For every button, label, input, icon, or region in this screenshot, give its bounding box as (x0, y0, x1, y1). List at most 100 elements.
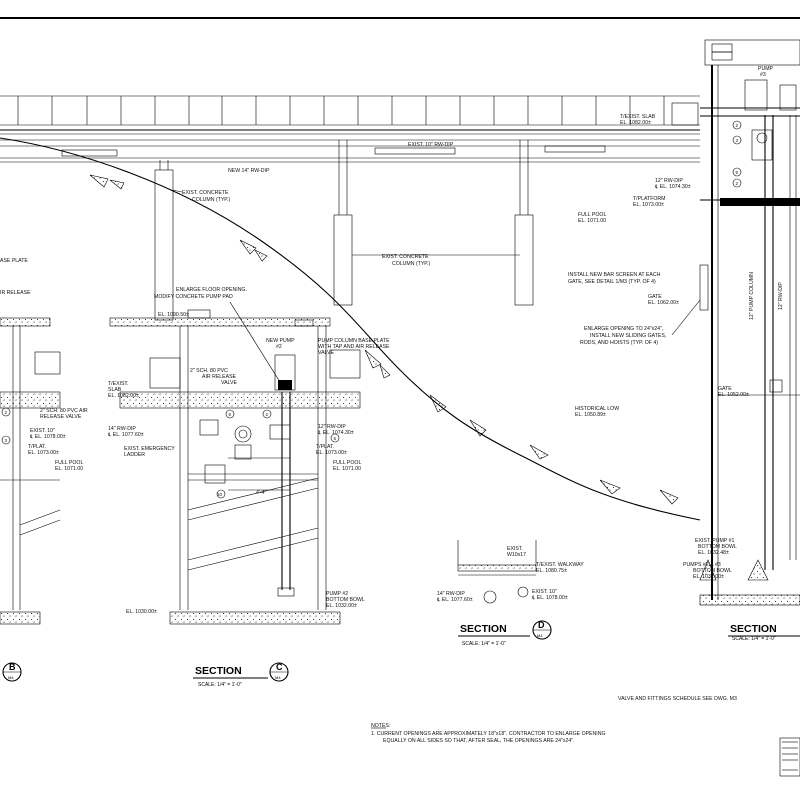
svg-text:M4: M4 (275, 675, 281, 680)
ground-profile (0, 137, 701, 521)
rwdip-12-right-el: ℄ EL. 1074.30± (654, 184, 691, 190)
svg-text:C: C (276, 662, 283, 672)
svg-text:2: 2 (5, 410, 8, 415)
rwdip-14-c-el: ℄ EL. 1077.60± (107, 432, 144, 438)
svg-text:M4: M4 (537, 633, 543, 638)
pump-base-1: PUMP COLUMN BASE PLATE (318, 338, 390, 344)
pump-house-right (671, 39, 800, 606)
t-platform-right-el: EL. 1073.00± (633, 202, 664, 208)
t-plat-b-el: EL. 1073.00± (28, 450, 59, 456)
pump1-bowl-label-1: EXIST. PUMP #1 (695, 538, 735, 544)
section-d-structure (457, 540, 537, 604)
svg-text:2: 2 (736, 123, 739, 128)
t-exist-slab-c-el: EL. 1082.00± (108, 393, 139, 399)
pump1-bowl-el: EL. 1032.48± (698, 550, 729, 556)
valve-schedule-note: VALVE AND FITTINGS SCHEDULE SEE DWG. M3 (618, 696, 737, 702)
pump2-bowl-1: PUMP #2 (326, 591, 348, 597)
exist-10-pipe (0, 139, 700, 157)
t-plat-c-el: EL. 1073.00± (316, 450, 347, 456)
full-pool-b-el: EL. 1071.00 (55, 466, 83, 472)
exist-10-d: EXIST. 10" (532, 589, 557, 595)
historical-low-label: HISTORICAL LOW (575, 406, 619, 412)
slab-right-el: EL. 1082.00± (620, 120, 651, 126)
section-b-bubble: B M4 (2, 662, 22, 682)
gate-2-el: EL. 1052.00± (718, 392, 749, 398)
exist-emergency-2: LADDER (124, 452, 145, 458)
svg-text:SECTION: SECTION (460, 623, 507, 635)
exist-10-d-el: ℄ EL. 1078.00± (531, 595, 568, 601)
exist-10-label: EXIST. 10" RW-DIP (408, 142, 454, 148)
section-e-title: SECTION SCALE: 1/4" = 1'-0" (728, 623, 800, 642)
svg-text:2: 2 (266, 412, 269, 417)
column-label-2: EXIST. CONCRETE (382, 254, 429, 260)
pump-base-2: WITH TAP AND AIR RELEASE (318, 344, 390, 350)
section-b-structure: 2 3 (0, 317, 61, 625)
column-label-1: EXIST. CONCRETE (182, 190, 229, 196)
svg-text:6: 6 (736, 170, 739, 175)
rwdip-14-d-el: ℄ EL. 1077.60± (436, 597, 473, 603)
concrete-columns (154, 140, 534, 321)
section-d-title: SECTION D M4 SCALE: 1/4" = 1'-0" (458, 620, 552, 647)
svg-text:SECTION: SECTION (195, 665, 242, 677)
exist-w10-size: W10x17 (507, 552, 526, 558)
exist-w10-label: EXIST. (507, 546, 523, 552)
sch80-b-1: 2" SCH. 80 PVC AIR (40, 408, 88, 414)
historical-low-el: EL. 1050.89± (575, 412, 606, 418)
enlarge-floor-2: MODIFY CONCRETE PUMP PAD (154, 294, 233, 300)
svg-text:B: B (9, 662, 16, 672)
svg-text:SECTION: SECTION (730, 623, 777, 635)
notes-line-2: EQUALLY ON ALL SIDES SO THAT, AFTER SEAL… (383, 738, 575, 744)
svg-text:SCALE: 1/4" = 1'-0": SCALE: 1/4" = 1'-0" (198, 682, 242, 688)
pump3-number: #3 (760, 72, 766, 78)
section-c-title: SECTION C M4 SCALE: 1/4" = 1'-0" (193, 662, 289, 688)
release-plate-2: IR RELEASE (0, 290, 31, 296)
pump1-bowl-label-2: BOTTOM BOWL (698, 544, 737, 550)
bar-screen-note-2: GATE, SEE DETAIL 1/M3 (TYP. OF 4) (568, 279, 656, 285)
pump-base-3: VALVE (318, 350, 334, 356)
svg-text:D: D (538, 620, 545, 630)
new-14-pipe (0, 157, 700, 163)
enlarge-24-note-3: RODS, AND HOISTS (TYP. OF 4) (580, 340, 658, 346)
full-pool-b: FULL POOL (55, 460, 83, 466)
column-label-2b: COLUMN (TYP.) (392, 261, 431, 267)
full-pool-c-el: EL. 1071.00 (333, 466, 361, 472)
notes-line-1: 1. CURRENT OPENINGS ARE APPROXIMATELY 18… (371, 731, 606, 737)
svg-text:3: 3 (5, 438, 8, 443)
t-plat-b: T/PLAT. (28, 444, 46, 450)
enlarge-24-note-1: ENLARGE OPENING TO 24"x24", (584, 326, 663, 332)
svg-text:SCALE: 1/4" = 1'-0": SCALE: 1/4" = 1'-0" (462, 641, 506, 647)
el-1030: EL. 1030.00± (126, 609, 157, 615)
enlarge-floor-1: ENLARGE FLOOR OPENING. (176, 287, 247, 293)
svg-text:2: 2 (736, 181, 739, 186)
t-exist-slab-c: T/EXIST. (108, 381, 128, 387)
dim-4-4: 4'-4" (256, 490, 266, 496)
gate-1-label: GATE (648, 294, 662, 300)
svg-text:6: 6 (229, 412, 232, 417)
rwdip-14-d: 14" RW-DIP (437, 591, 465, 597)
pumps23-bowl-el: EL. 1032.00± (693, 574, 724, 580)
t-platform-right: T/PLATFORM (633, 196, 665, 202)
pumps23-bowl-label-2: BOTTOM BOWL (693, 568, 732, 574)
walkway-railing (0, 95, 700, 135)
exist-emergency-1: EXIST. EMERGENCY (124, 446, 175, 452)
el-1090: EL. 1090.50± (158, 312, 189, 318)
ground-hatch (89, 174, 679, 505)
t-exist-walkway: T/EXIST. WALKWAY (536, 562, 584, 568)
enlarge-24-note-2: INSTALL NEW SLIDING GATES, (590, 333, 666, 339)
sch80-c-1: 2" SCH. 80 PVC (190, 368, 228, 374)
column-label-1b: COLUMN (TYP.) (192, 197, 231, 203)
exist-10-b: EXIST. 10" (30, 428, 55, 434)
gate-2-label: GATE (718, 386, 732, 392)
full-pool-c: FULL POOL (333, 460, 361, 466)
rwdip-12-vert-label: 12" RW-DIP (778, 282, 784, 310)
rwdip-12-c: 12" RW-DIP (318, 424, 346, 430)
svg-text:3: 3 (736, 138, 739, 143)
release-plate-1: ASE PLATE (0, 258, 28, 264)
sch80-c-3: VALVE (221, 380, 237, 386)
pumps23-bowl-label-1: PUMPS #2 & #3 (683, 562, 721, 568)
svg-text:5: 5 (334, 436, 337, 441)
new-14-label: NEW 14" RW-DIP (228, 168, 270, 174)
svg-text:M4: M4 (8, 675, 14, 680)
pump3-label: PUMP (758, 66, 774, 72)
